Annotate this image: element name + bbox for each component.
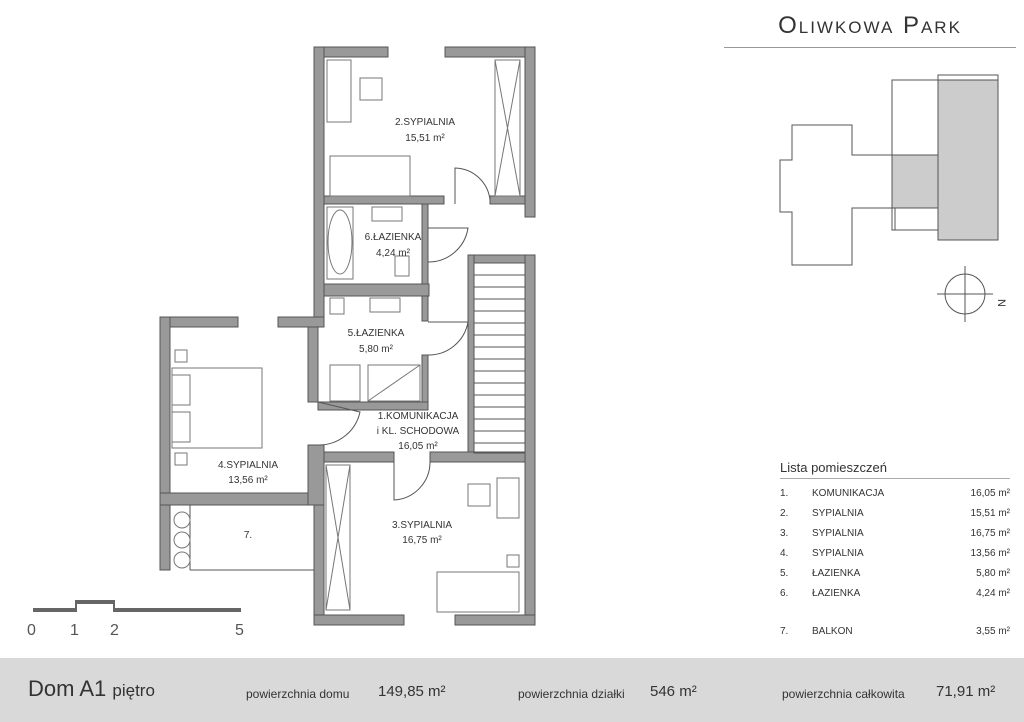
furniture: [171, 59, 521, 613]
list-item: 1. KOMUNIKACJA 16,05 m²: [780, 483, 1010, 503]
total-area-value: 71,91 m²: [936, 683, 996, 700]
scale-label: 1: [70, 622, 79, 639]
plot-area-value: 546 m²: [650, 683, 697, 700]
list-item: 2. SYPIALNIA 15,51 m²: [780, 503, 1010, 523]
list-item-no: 1.: [780, 487, 789, 499]
room-list-title: Lista pomieszczeń: [780, 460, 1010, 479]
wall: [307, 444, 325, 506]
wall: [524, 46, 536, 218]
scale-label: 2: [110, 622, 119, 639]
wall: [454, 614, 536, 626]
staircase: [473, 262, 526, 454]
list-item-no: 2.: [780, 507, 789, 519]
list-item-area: 3,55 m²: [976, 625, 1010, 637]
wall: [313, 504, 325, 626]
list-item-no: 6.: [780, 587, 789, 599]
list-item-area: 4,24 m²: [976, 587, 1010, 599]
room-7-name: 7.: [244, 530, 252, 541]
list-item: 3. SYPIALNIA 16,75 m²: [780, 523, 1010, 543]
list-item-area: 16,75 m²: [970, 527, 1010, 539]
list-item-area: 16,05 m²: [970, 487, 1010, 499]
wall: [429, 451, 526, 463]
wall: [313, 46, 325, 318]
walls: [159, 46, 536, 626]
room-2-name: 2.SYPIALNIA: [395, 117, 455, 128]
doors: [317, 167, 491, 501]
house-name: Dom A1 piętro: [28, 676, 155, 702]
house-area-value: 149,85 m²: [378, 683, 446, 700]
wall: [159, 504, 171, 571]
list-item-area: 13,56 m²: [970, 547, 1010, 559]
wall: [467, 254, 526, 264]
wall: [421, 354, 429, 406]
list-item-name: ŁAZIENKA: [812, 567, 861, 579]
wall: [159, 316, 171, 506]
compass-icon: [937, 266, 993, 322]
list-item-no: 7.: [780, 625, 789, 637]
list-item: 4. SYPIALNIA 13,56 m²: [780, 543, 1010, 563]
list-item-name: SYPIALNIA: [812, 507, 864, 519]
footer-bar: [0, 658, 1024, 722]
wall: [467, 254, 475, 456]
house-area-label: powierzchnia domu: [246, 687, 350, 701]
room-3-area: 16,75 m²: [402, 535, 442, 546]
plot-area-label: powierzchnia działki: [518, 687, 625, 701]
wall: [444, 46, 536, 58]
room-4-area: 13,56 m²: [228, 475, 268, 486]
list-item-name: KOMUNIKACJA: [812, 487, 885, 499]
room-6-name: 6.ŁAZIENKA: [365, 232, 422, 243]
scale-bar: [33, 600, 241, 612]
scale-label: 5: [235, 622, 244, 639]
wall: [489, 195, 526, 205]
list-item-name: ŁAZIENKA: [812, 587, 861, 599]
wall: [421, 203, 429, 285]
wall: [323, 283, 430, 297]
room-6-area: 4,24 m²: [376, 248, 411, 259]
total-area-label: powierzchnia całkowita: [782, 687, 905, 701]
key-plan-highlight: [891, 154, 939, 209]
floor-plan: 2.SYPIALNIA 15,51 m² 6.ŁAZIENKA 4,24 m² …: [33, 46, 1007, 626]
key-plan-highlight: [937, 79, 999, 241]
key-plan: [779, 74, 999, 266]
wall: [421, 295, 429, 322]
wall: [317, 401, 429, 411]
room-1-name: 1.KOMUNIKACJA: [378, 411, 459, 422]
list-item-no: 4.: [780, 547, 789, 559]
list-item: 5. ŁAZIENKA 5,80 m²: [780, 563, 1010, 583]
list-item-no: 3.: [780, 527, 789, 539]
wall: [323, 195, 445, 205]
list-item: 7. BALKON 3,55 m²: [780, 621, 1010, 641]
list-item-no: 5.: [780, 567, 789, 579]
list-item-area: 5,80 m²: [976, 567, 1010, 579]
wall: [277, 316, 325, 328]
wall: [159, 492, 321, 506]
brand-divider: [724, 47, 1016, 48]
room-1-area: 16,05 m²: [398, 441, 438, 452]
compass-letter: N: [995, 299, 1007, 307]
room-5-name: 5.ŁAZIENKA: [348, 328, 405, 339]
scale-label: 0: [27, 622, 36, 639]
room-labels: 2.SYPIALNIA 15,51 m² 6.ŁAZIENKA 4,24 m² …: [218, 117, 460, 546]
floor-label: piętro: [112, 681, 155, 700]
wall: [159, 316, 239, 328]
list-item-area: 15,51 m²: [970, 507, 1010, 519]
room-3-name: 3.SYPIALNIA: [392, 520, 452, 531]
list-item: 6. ŁAZIENKA 4,24 m²: [780, 583, 1010, 603]
room-1-name2: i KL. SCHODOWA: [377, 426, 460, 437]
brand-title: Oliwkowa Park: [778, 12, 962, 39]
list-item-name: SYPIALNIA: [812, 547, 864, 559]
room-5-area: 5,80 m²: [359, 344, 394, 355]
wall: [313, 614, 405, 626]
wall: [307, 326, 319, 403]
list-item-name: BALKON: [812, 625, 853, 637]
room-4-name: 4.SYPIALNIA: [218, 460, 278, 471]
wall: [524, 254, 536, 626]
house-type: Dom A1: [28, 676, 107, 701]
wall: [323, 451, 395, 463]
list-item-name: SYPIALNIA: [812, 527, 864, 539]
room-2-area: 15,51 m²: [405, 133, 445, 144]
wall: [313, 46, 389, 58]
